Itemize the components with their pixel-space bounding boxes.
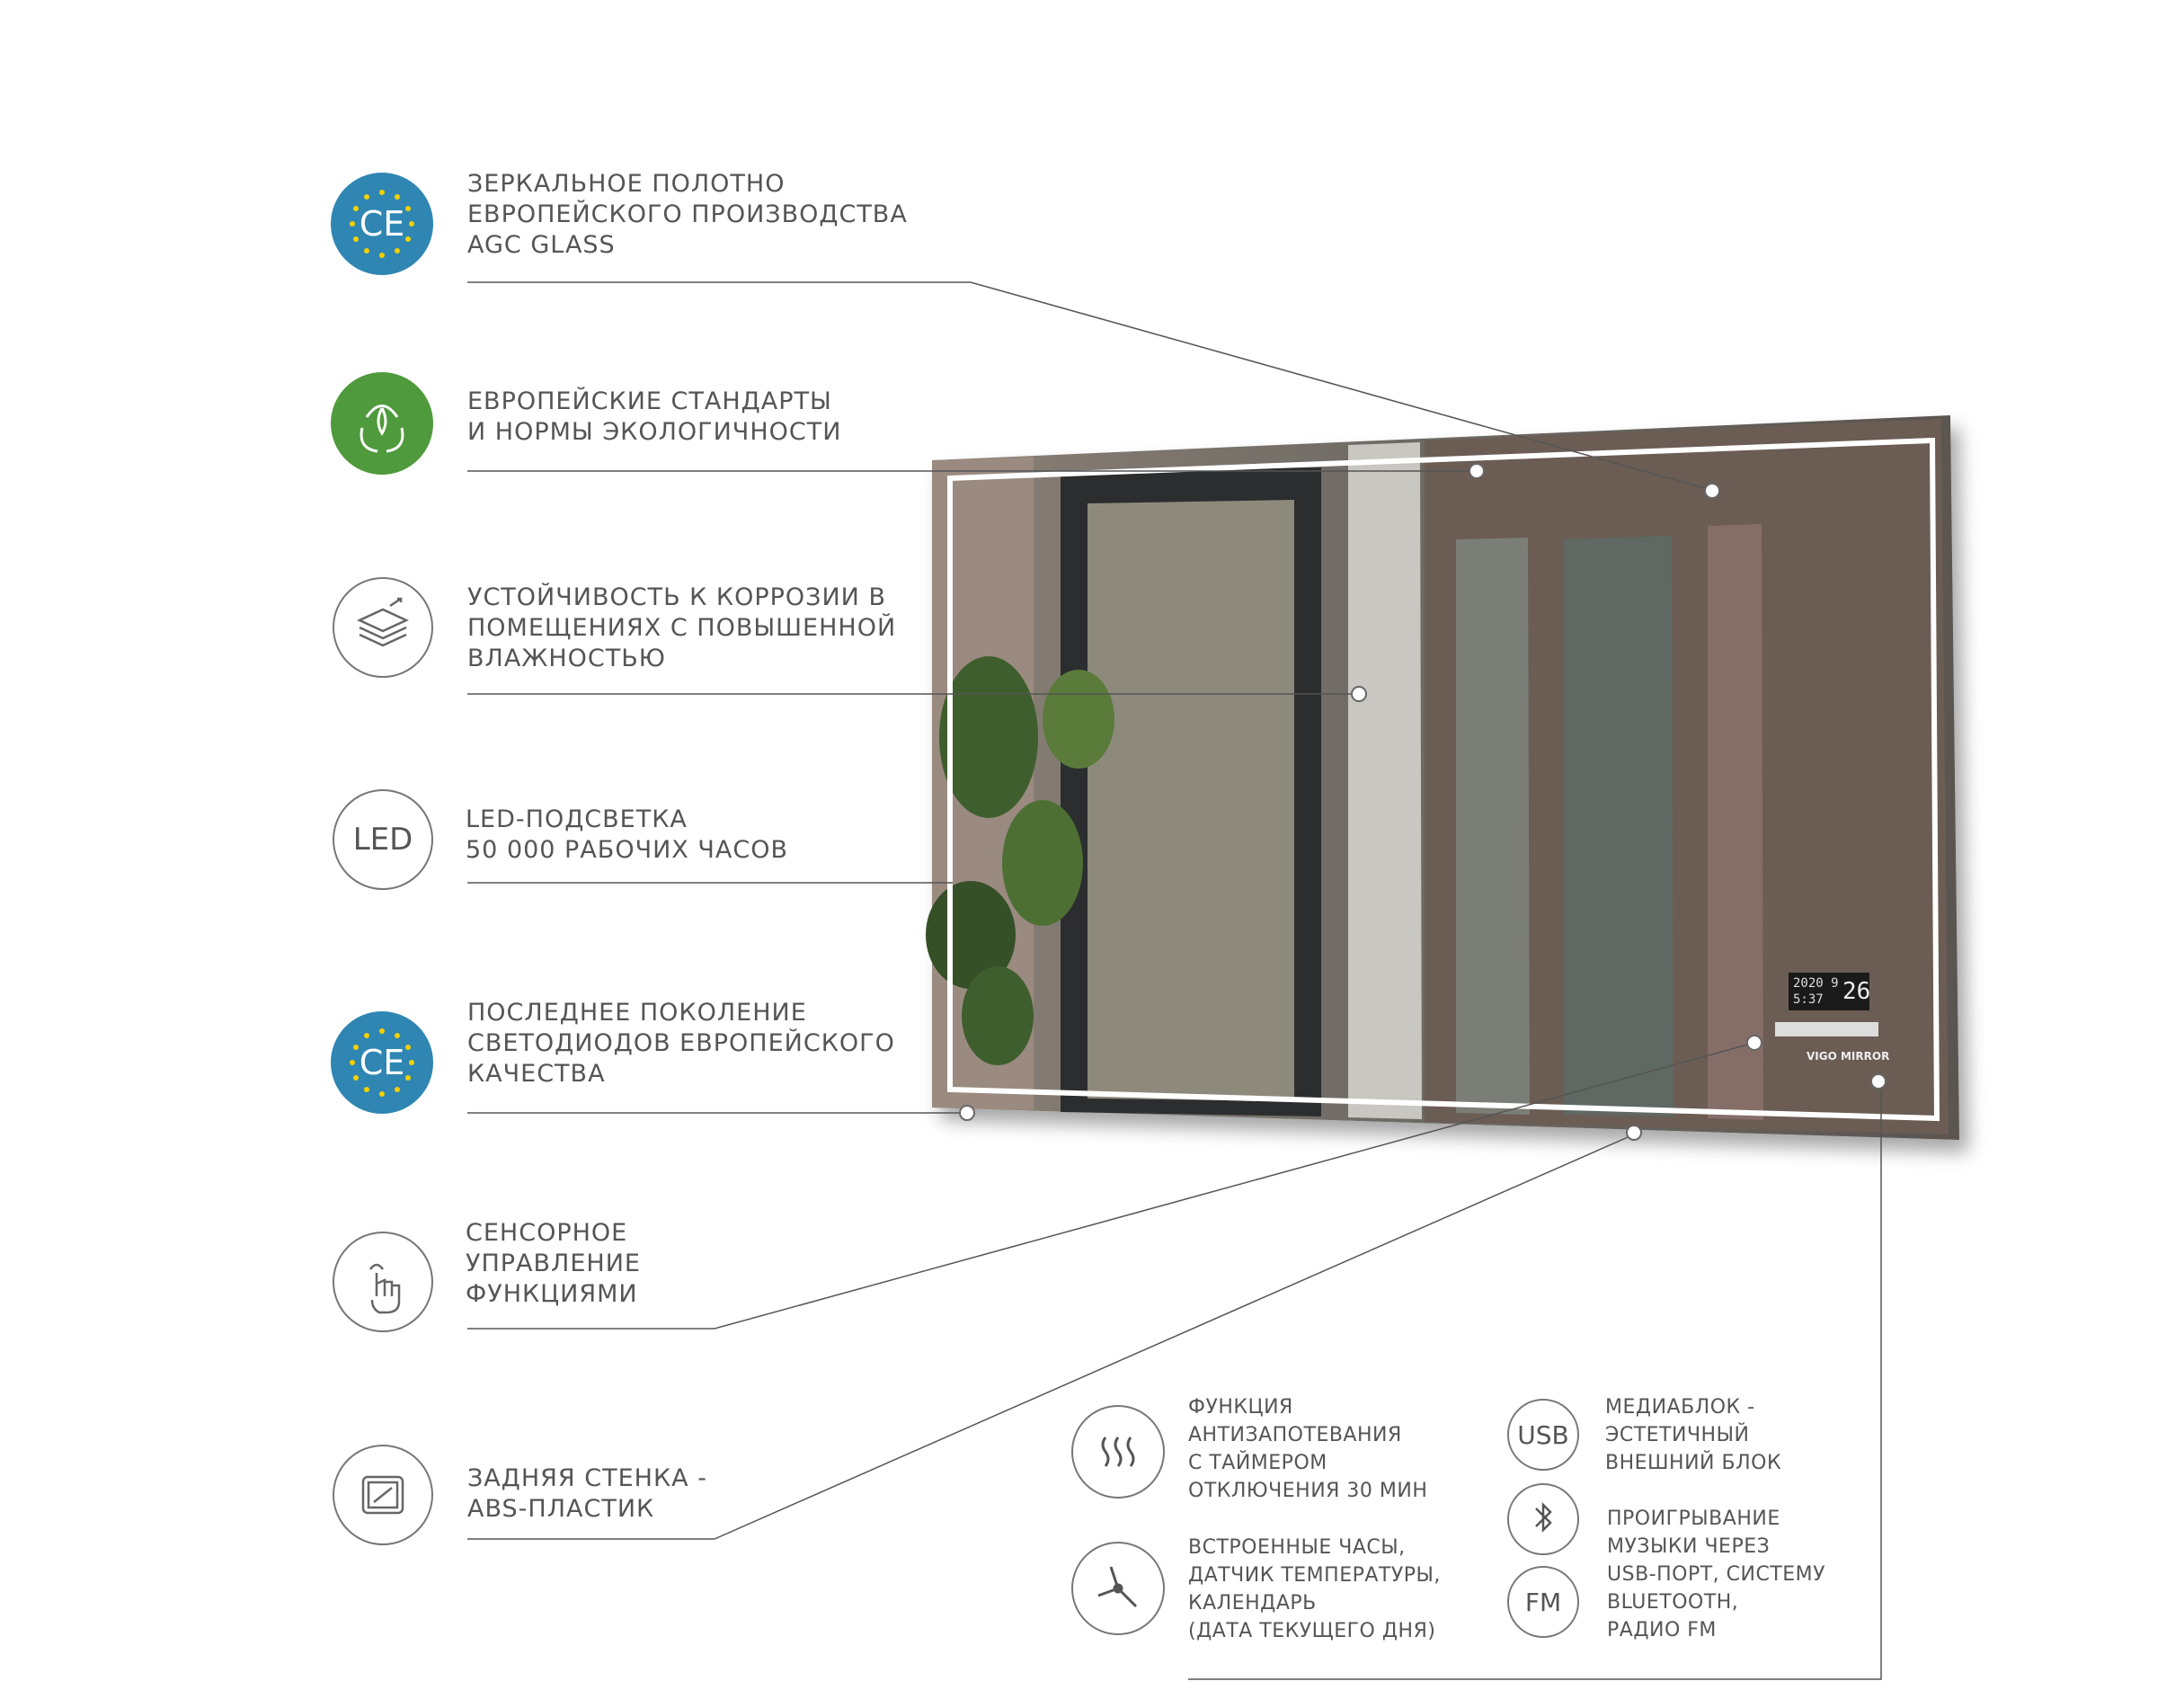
display-temp: 26 [1842, 978, 1871, 1005]
clock-hands-icon [1097, 1566, 1138, 1608]
display-date: 5:37 [1793, 992, 1824, 1007]
layers-icon [357, 597, 409, 647]
eco-leaves-icon [360, 405, 404, 453]
fm-radio-icon: FM [1507, 1566, 1579, 1638]
feature-text: ФУНКЦИЯ АНТИЗАПОТЕВАНИЯ С ТАЙМЕРОМ ОТКЛЮ… [1188, 1396, 1428, 1502]
usb-icon: USB [1507, 1399, 1579, 1471]
feature-text: LED-ПОДСВЕТКА 50 000 РАБОЧИХ ЧАСОВ [466, 805, 788, 864]
feature-icon: CE [331, 1011, 433, 1114]
mirror-display [1775, 973, 1878, 1036]
feature-icon [333, 1445, 433, 1545]
callout-lines [467, 281, 1882, 1680]
display-brand: VIGO MIRROR [1807, 1050, 1890, 1063]
feature-text: ЗЕРКАЛЬНОЕ ПОЛОТНО ЕВРОПЕЙСКОГО ПРОИЗВОД… [467, 170, 908, 259]
feature-icon [333, 1232, 433, 1332]
feature-text: ПОСЛЕДНЕЕ ПОКОЛЕНИЕ СВЕТОДИОДОВ ЕВРОПЕЙС… [467, 999, 895, 1088]
touch-hand-icon [368, 1263, 401, 1314]
led-icon: LED [333, 789, 433, 890]
feature-icon [331, 372, 433, 475]
feature-text: ЗАДНЯЯ СТЕНКА - ABS-ПЛАСТИК [467, 1464, 707, 1523]
heat-waves-icon [1101, 1437, 1135, 1467]
feature-icon [1507, 1483, 1579, 1555]
feature-text: СЕНСОРНОЕ УПРАВЛЕНИЕ ФУНКЦИЯМИ [466, 1219, 641, 1308]
back-panel-icon [361, 1475, 404, 1515]
feature-text: ВСТРОЕННЫЕ ЧАСЫ, ДАТЧИК ТЕМПЕРАТУРЫ, КАЛ… [1188, 1536, 1441, 1642]
ce-mark-icon: CE [350, 190, 414, 258]
bluetooth-icon [1535, 1501, 1552, 1534]
feature-text: МЕДИАБЛОК - ЭСТЕТИЧНЫЙ ВНЕШНИЙ БЛОК [1605, 1396, 1782, 1474]
display-time: 2020 9 [1793, 976, 1839, 991]
feature-text: ЕВРОПЕЙСКИЕ СТАНДАРТЫ И НОРМЫ ЭКОЛОГИЧНО… [467, 387, 842, 446]
feature-icon [1071, 1542, 1165, 1635]
led-frame [947, 437, 1940, 1122]
feature-text: УСТОЙЧИВОСТЬ К КОРРОЗИИ В ПОМЕЩЕНИЯХ С П… [467, 583, 897, 672]
svg-text:CE: CE [360, 204, 405, 244]
feature-icon [1071, 1405, 1165, 1499]
callout-dots [959, 463, 1887, 1141]
feature-icon [333, 577, 433, 678]
feature-icon: CE [331, 173, 433, 275]
svg-text:CE: CE [360, 1043, 405, 1082]
feature-text: ПРОИГРЫВАНИЕ МУЗЫКИ ЧЕРЕЗ USB-ПОРТ, СИСТ… [1607, 1508, 1826, 1641]
mirror-reflection [926, 419, 1949, 1134]
ce-mark-icon: CE [350, 1028, 414, 1097]
